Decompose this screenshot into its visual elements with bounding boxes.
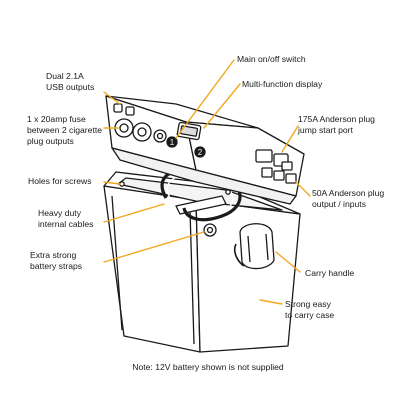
anderson-plug-50a [286,174,296,183]
label-usb-outputs: Dual 2.1A USB outputs [46,71,94,93]
marker-two: 2 [198,148,203,157]
label-fuse: 1 x 20amp fuse between 2 cigarette plug … [27,114,102,147]
label-carry-handle: Carry handle [305,268,354,279]
fuse-holder-inner [158,134,163,139]
anderson-plug-50a [282,162,292,170]
label-anderson-175a: 175A Anderson plug jump start port [298,114,375,136]
usb-port [114,104,122,112]
label-holes-for-screws: Holes for screws [28,176,92,187]
marker-one: 1 [170,138,175,147]
label-carry-case: Strong easy to carry case [285,299,334,321]
leader-anderson50 [296,182,310,196]
cigarette-socket-inner [138,128,146,136]
cigarette-socket-inner [120,124,128,132]
anderson-plug-175a [256,150,272,162]
anderson-plug-50a [274,171,284,180]
strap-buckle [208,228,213,233]
label-internal-cables: Heavy duty internal cables [38,208,93,230]
carry-handle [240,224,274,269]
anderson-plug-50a [262,168,272,177]
case-side-face [196,200,300,352]
label-anderson-50a: 50A Anderson plug output / inputs [312,188,384,210]
label-multifunction-display: Multi-function display [242,79,322,90]
footnote: Note: 12V battery shown is not supplied [0,362,416,372]
screw-hole [226,190,230,194]
label-main-switch: Main on/off switch [237,54,306,65]
usb-port [126,107,134,115]
label-battery-straps: Extra strong battery straps [30,250,82,272]
